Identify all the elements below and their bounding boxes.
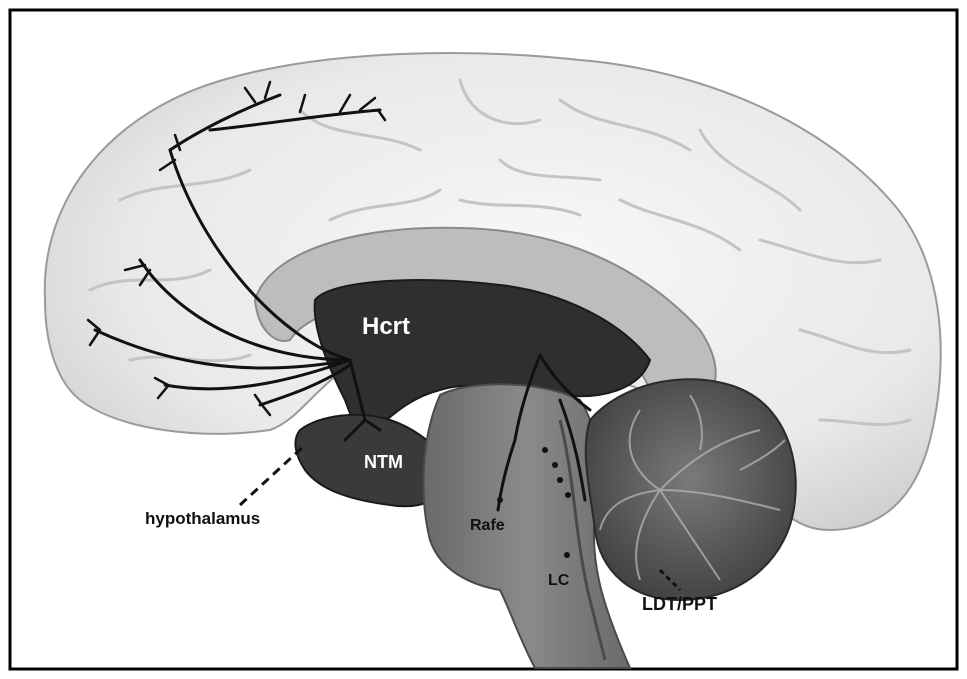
label-lc: LC	[548, 572, 570, 589]
label-hcrt: Hcrt	[362, 313, 410, 340]
label-hypothalamus: hypothalamus	[145, 509, 260, 528]
label-ntm: NTM	[364, 452, 403, 472]
cerebellum	[586, 379, 796, 600]
label-raphe: Rafe	[470, 517, 505, 534]
label-ldt-ppt: LDT/PPT	[642, 594, 717, 614]
